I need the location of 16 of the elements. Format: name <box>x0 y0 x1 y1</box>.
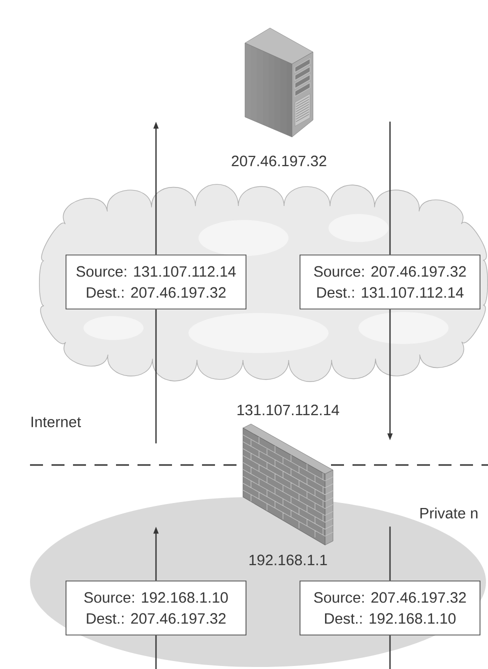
server-drawing <box>244 28 314 138</box>
packet-box: Source: 192.168.1.10 Dest.: 207.46.197.32 <box>66 580 246 636</box>
line <box>155 635 157 669</box>
ip-address-label: 207.46.197.32 <box>232 156 326 166</box>
ip-address-label: 131.107.112.14 <box>238 404 340 416</box>
region-label: Internet <box>32 416 81 428</box>
packet-box: Source: 131.107.112.14 Dest.: 207.46.197.32 <box>66 254 246 310</box>
brick-wall-drawing <box>242 424 334 546</box>
line <box>155 309 157 444</box>
region-label: Private n <box>420 508 478 518</box>
packet-box: Source: 207.46.197.32 Dest.: 192.168.1.10 <box>300 580 480 636</box>
packet-box: Source: 207.46.197.32 Dest.: 131.107.112.14 <box>300 254 480 310</box>
line <box>389 526 391 581</box>
line <box>389 122 391 255</box>
ip-address-label: 192.168.1.1 <box>250 554 327 566</box>
line <box>389 635 391 669</box>
